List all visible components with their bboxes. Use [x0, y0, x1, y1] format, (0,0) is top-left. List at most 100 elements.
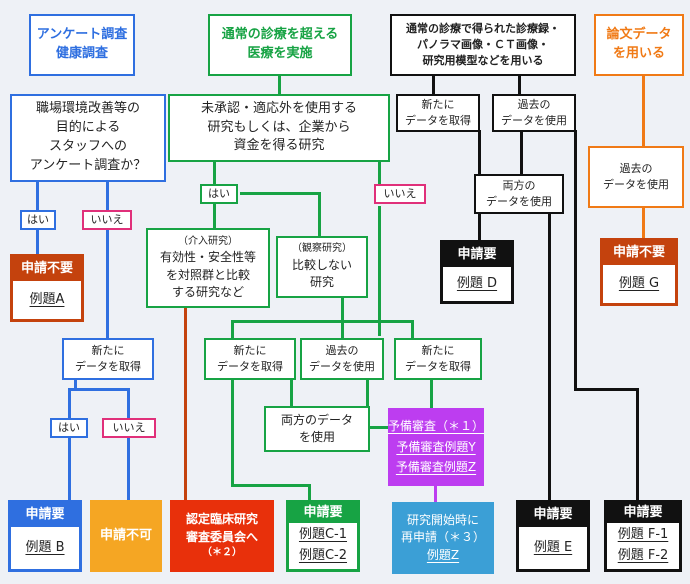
pastdata-line2: データを使用 [501, 114, 567, 127]
question-unapproved-line3: 資金を得る研究 [233, 138, 325, 154]
connector [574, 388, 638, 391]
pastdata-paper: 過去のデータを使用 [588, 146, 684, 208]
connector [74, 372, 77, 390]
example-F2-link[interactable]: 例題 F-2 [617, 548, 669, 563]
connector [184, 308, 187, 500]
example-D-link[interactable]: 例題 D [456, 276, 498, 292]
pastdata-line2: データを使用 [309, 360, 375, 373]
pastdata-line1: 過去の [619, 162, 653, 176]
result-E: 申請要 例題 E [516, 500, 590, 572]
connector [520, 130, 523, 174]
newdata-line1: 新たに [91, 344, 125, 358]
connector [411, 320, 414, 338]
connector [642, 208, 645, 238]
start-paper-line1: 論文データ [606, 27, 672, 43]
result-G-head: 申請不要 [603, 241, 675, 265]
result-F-head: 申請要 [607, 503, 679, 523]
connector [36, 160, 39, 210]
prelim-review: 予備審査（＊１） 予備審査例題Y 予備審査例題Z [388, 408, 484, 486]
connector [278, 76, 281, 96]
start-survey-line2: 健康調査 [55, 46, 108, 61]
question-observational-line1: （観察研究） [292, 243, 352, 255]
answer-yes-newdata: はい [50, 418, 88, 438]
connector [240, 192, 320, 195]
start-survey: アンケート調査 健康調査 [29, 14, 135, 76]
result-certified-committee: 認定臨床研究 審査委員会へ （＊２） [170, 500, 274, 572]
certified-line3: （＊２） [202, 547, 242, 559]
connector [548, 214, 551, 500]
start-records: 通常の診療で得られた診療録・ パノラマ画像・ＣＴ画像・ 研究用模型などを用いる [390, 14, 576, 76]
result-F: 申請要 例題 F-1 例題 F-2 [604, 500, 682, 572]
start-beyond-line2: 医療を実施 [247, 46, 313, 61]
question-intervention: （介入研究） 有効性・安全性等 を対照群と比較 する研究など [146, 228, 270, 308]
connector [341, 298, 344, 338]
example-B-link[interactable]: 例題 B [25, 540, 65, 556]
example-C2-link[interactable]: 例題C-2 [298, 548, 348, 563]
question-intervention-line2: 有効性・安全性等 [159, 250, 256, 265]
pastdata-observational: 過去のデータを使用 [300, 338, 384, 380]
example-E-link[interactable]: 例題 E [533, 540, 573, 556]
reapply-line1: 研究開始時に [406, 512, 479, 527]
newdata-line1: 新たに [421, 98, 455, 112]
bothdata-line2: を使用 [298, 430, 335, 444]
newdata-line2: データを取得 [405, 114, 471, 127]
connector [642, 76, 645, 146]
start-beyond: 通常の診療を超える 医療を実施 [208, 14, 352, 76]
question-intervention-line4: する研究など [171, 284, 244, 299]
connector [213, 160, 216, 184]
newdata-line2: データを取得 [405, 360, 471, 373]
prelim-example-z-link[interactable]: 予備審査例題Z [395, 460, 477, 475]
connector [518, 76, 521, 94]
example-G-link[interactable]: 例題 G [618, 276, 660, 292]
connector [127, 438, 130, 500]
start-paper-line2: を用いる [612, 46, 665, 61]
connector [68, 388, 71, 418]
question-intervention-line3: を対照群と比較 [165, 267, 250, 282]
connector [106, 228, 109, 338]
connector [636, 388, 639, 500]
result-G: 申請不要 例題 G [600, 238, 678, 306]
prelim-example-y-link[interactable]: 予備審査例題Y [396, 439, 476, 454]
example-A-link[interactable]: 例題A [29, 292, 65, 308]
answer-yes-unapproved: はい [200, 184, 238, 204]
newdata-line2: データを取得 [75, 360, 141, 373]
start-records-line3: 研究用模型などを用いる [422, 53, 544, 67]
reapply-example-z-link[interactable]: 例題Z [426, 548, 460, 563]
newdata-intervention: 新たにデータを取得 [204, 338, 296, 380]
newdata-records: 新たにデータを取得 [396, 94, 480, 132]
answer-no-label: いいえ [383, 187, 417, 201]
connector [231, 484, 311, 487]
question-unapproved: 未承認・適応外を使用する 研究もしくは、企業から 資金を得る研究 [168, 94, 390, 162]
pastdata-records: 過去のデータを使用 [492, 94, 576, 132]
connector [106, 160, 109, 210]
question-workplace-line1: 職場環境改善等の [35, 101, 140, 117]
prelim-review-link[interactable]: 予備審査（＊１） [388, 419, 485, 434]
connector [366, 380, 369, 408]
connector [434, 486, 437, 502]
answer-no-unapproved: いいえ [374, 184, 426, 204]
reapply-line2: 再申請（＊３） [400, 530, 485, 544]
bothdata-records: 両方のデータを使用 [474, 174, 564, 214]
result-not-allowed: 申請不可 [90, 500, 162, 572]
result-D: 申請要 例題 D [440, 240, 514, 304]
answer-no-workplace: いいえ [82, 210, 132, 230]
answer-no-label: いいえ [112, 421, 146, 435]
result-B: 申請要 例題 B [8, 500, 82, 572]
result-reapply: 研究開始時に 再申請（＊３） 例題Z [392, 502, 494, 574]
newdata-observational: 新たにデータを取得 [394, 338, 482, 380]
connector [378, 206, 381, 336]
result-E-head: 申請要 [519, 503, 587, 527]
question-unapproved-line2: 研究もしくは、企業から [207, 119, 351, 135]
example-C1-link[interactable]: 例題C-1 [298, 527, 348, 543]
newdata-line2: データを取得 [217, 360, 283, 373]
example-F1-link[interactable]: 例題 F-1 [617, 527, 669, 543]
start-records-line2: パノラマ画像・ＣＴ画像・ [417, 38, 549, 52]
result-not-allowed-label: 申請不可 [99, 527, 152, 543]
answer-yes-label: はい [58, 421, 80, 435]
question-workplace-line4: アンケート調査か？ [29, 157, 147, 173]
connector [231, 320, 413, 323]
question-workplace-line3: スタッフへの [48, 139, 127, 154]
question-workplace: 職場環境改善等の 目的による スタッフへの アンケート調査か？ [10, 94, 166, 182]
connector [74, 388, 130, 391]
question-observational: （観察研究） 比較しない 研究 [276, 236, 368, 298]
